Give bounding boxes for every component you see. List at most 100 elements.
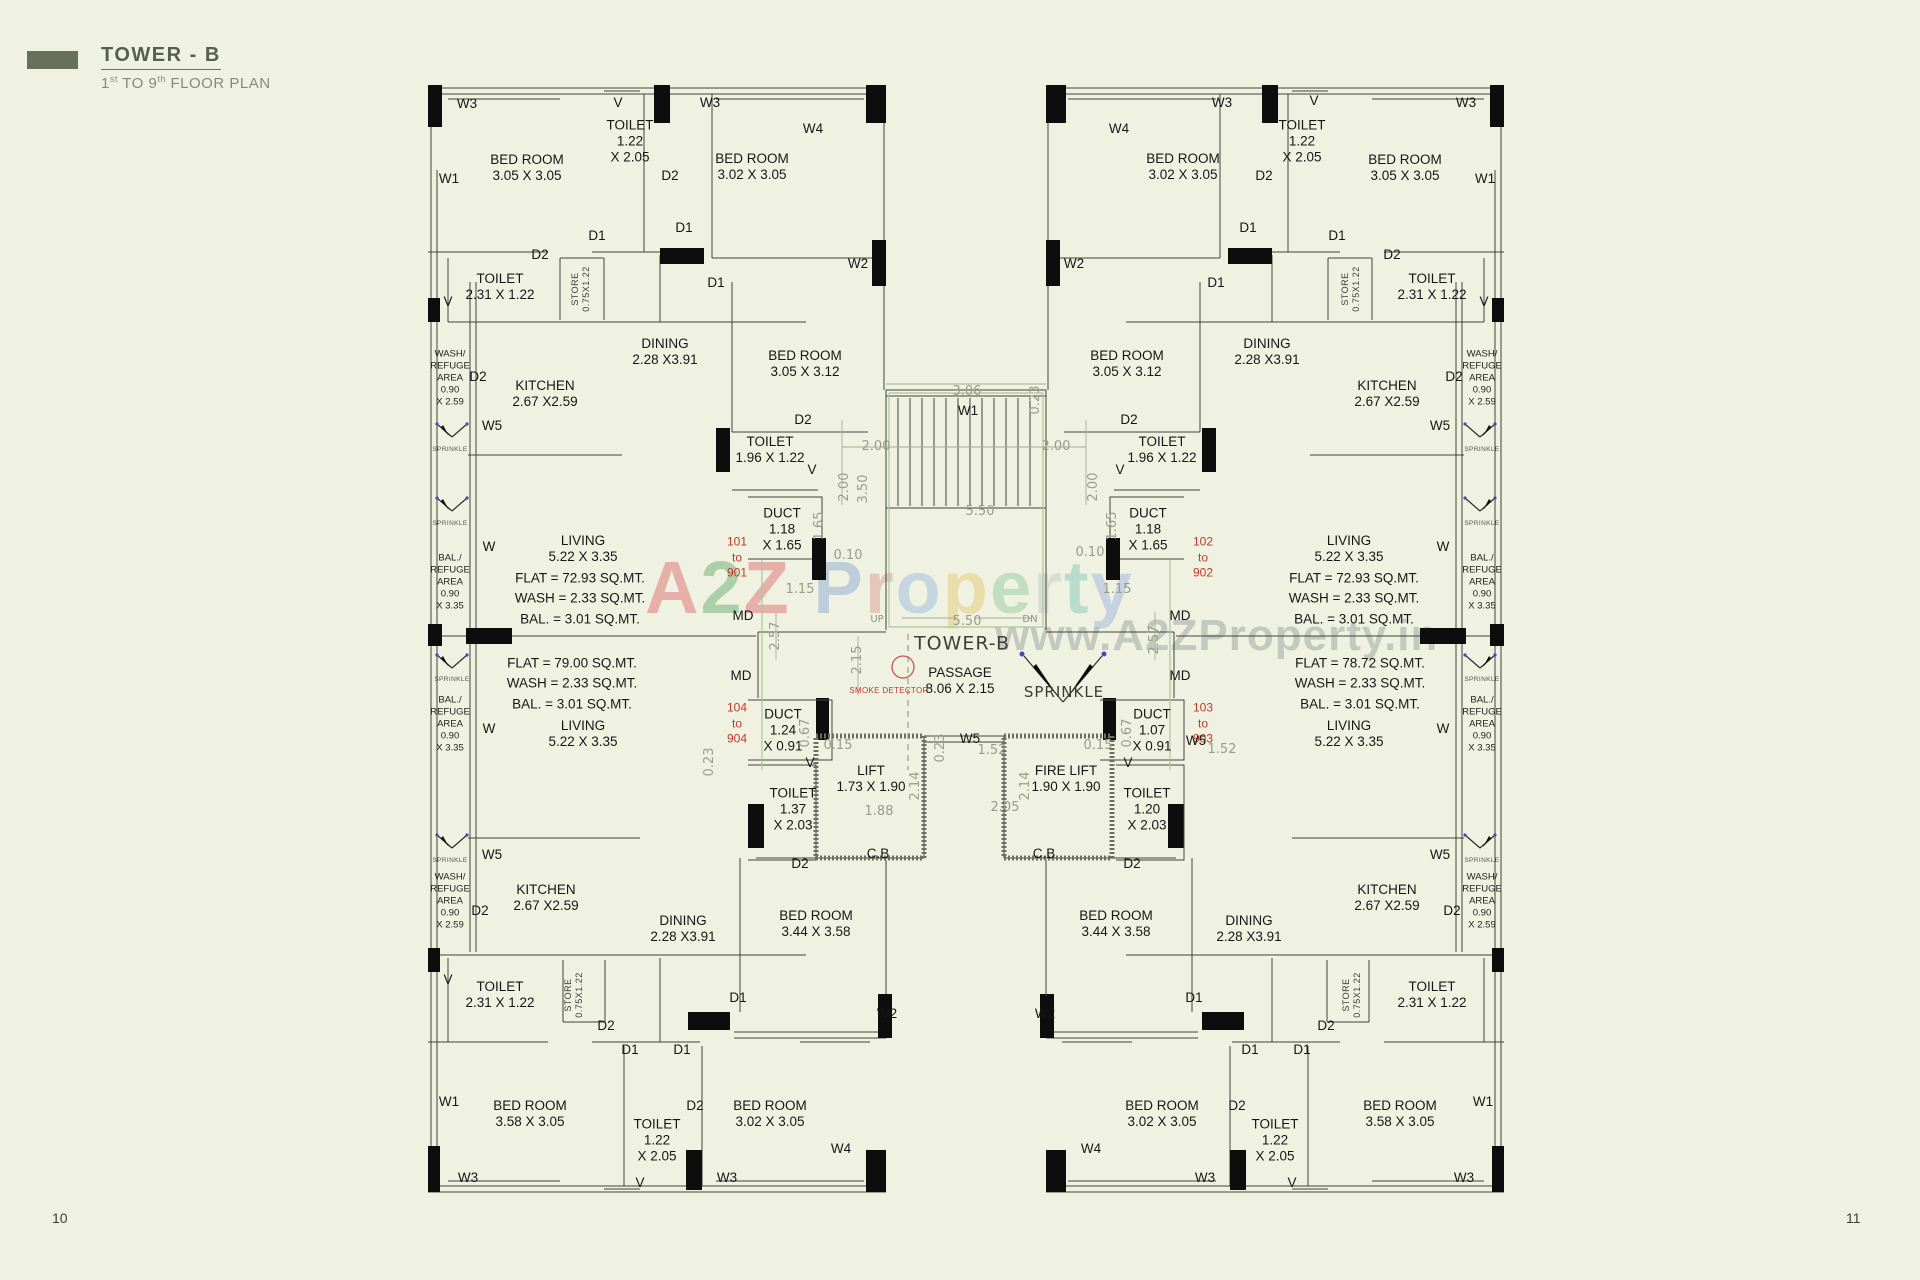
- door-d2: D2: [686, 1097, 704, 1113]
- window-w1: W1: [957, 402, 979, 418]
- vent-v: V: [443, 293, 453, 309]
- window-w4: W4: [802, 120, 824, 136]
- window-w5: W5: [959, 730, 981, 746]
- dim: 0.67: [1120, 718, 1136, 748]
- door-d1: D1: [1185, 989, 1203, 1005]
- window-w3: W3: [716, 1169, 738, 1185]
- window-w5: W5: [481, 846, 503, 862]
- door-md: MD: [1169, 667, 1191, 683]
- page-title: TOWER - B: [101, 44, 221, 70]
- page-number-left: 10: [52, 1210, 68, 1226]
- door-d2: D2: [1123, 855, 1141, 871]
- sprinkle-label: SPRINKLE: [432, 446, 468, 454]
- vent-v: V: [1309, 92, 1319, 108]
- dim: 1.15: [785, 582, 815, 598]
- door-d1: D1: [1293, 1041, 1311, 1057]
- window-w: W: [482, 720, 496, 736]
- window-w3: W3: [1455, 94, 1477, 110]
- sprinkle-label: SPRINKLE: [1464, 446, 1500, 454]
- floorplan-drawing: [428, 85, 1504, 1193]
- sprinkle-label: SPRINKLE: [1464, 520, 1500, 528]
- dim: 0.23: [1028, 385, 1044, 415]
- window-w2: W2: [876, 1005, 898, 1021]
- door-d2: D2: [661, 167, 679, 183]
- sprinkle-label: SPRINKLE: [434, 676, 470, 684]
- dim: 2.14: [1018, 771, 1034, 801]
- door-d1: D1: [1239, 219, 1257, 235]
- vent-v: V: [805, 754, 815, 770]
- dim: 5.50: [952, 614, 982, 630]
- vent-v: V: [1123, 754, 1133, 770]
- door-d2: D2: [531, 246, 549, 262]
- window-w4: W4: [830, 1140, 852, 1156]
- sprinkle-label: SPRINKLE: [432, 520, 468, 528]
- window-w5: W5: [1429, 846, 1451, 862]
- dim: 0.23: [702, 747, 718, 777]
- dim: 2.57: [768, 621, 784, 651]
- door-md: MD: [730, 667, 752, 683]
- sprinkle-label: SPRINKLE: [1464, 676, 1500, 684]
- dim: 2.00: [837, 472, 853, 502]
- cb-label: C.B: [1032, 845, 1056, 861]
- window-w1: W1: [1474, 170, 1496, 186]
- dim: 3.50: [856, 474, 872, 504]
- window-w4: W4: [1080, 1140, 1102, 1156]
- flat-stats: FLAT = 72.93 SQ.MT.WASH = 2.33 SQ.MT.BAL…: [1288, 570, 1420, 627]
- window-w: W: [1436, 538, 1450, 554]
- vent-v: V: [613, 94, 623, 110]
- page-subtitle: 1st TO 9th FLOOR PLAN: [101, 74, 271, 92]
- window-w1: W1: [438, 170, 460, 186]
- legend-swatch: [27, 51, 78, 69]
- door-d2: D2: [597, 1017, 615, 1033]
- door-d1: D1: [673, 1041, 691, 1057]
- dim: 0.10: [1075, 545, 1105, 561]
- vent-v: V: [443, 971, 453, 987]
- window-w3: W3: [1194, 1169, 1216, 1185]
- dim: 1.88: [864, 804, 894, 820]
- window-w: W: [1436, 720, 1450, 736]
- window-w2: W2: [1034, 1005, 1056, 1021]
- door-d1: D1: [1207, 274, 1225, 290]
- sprinkle-center-label: SPRINKLE: [1023, 683, 1105, 701]
- stair-dn: DN: [1022, 614, 1038, 625]
- dim: 2.00: [861, 439, 891, 455]
- window-w5: W5: [481, 417, 503, 433]
- dim: 0.15: [1083, 738, 1113, 754]
- sprinkle-label: SPRINKLE: [1464, 857, 1500, 865]
- dim: 1.65: [812, 511, 828, 541]
- flat-stats: FLAT = 78.72 SQ.MT.WASH = 2.33 SQ.MT.BAL…: [1294, 655, 1426, 712]
- flat-stats: FLAT = 72.93 SQ.MT.WASH = 2.33 SQ.MT.BAL…: [514, 570, 646, 627]
- window-w3: W3: [456, 95, 478, 111]
- door-d1: D1: [621, 1041, 639, 1057]
- window-w3: W3: [457, 1169, 479, 1185]
